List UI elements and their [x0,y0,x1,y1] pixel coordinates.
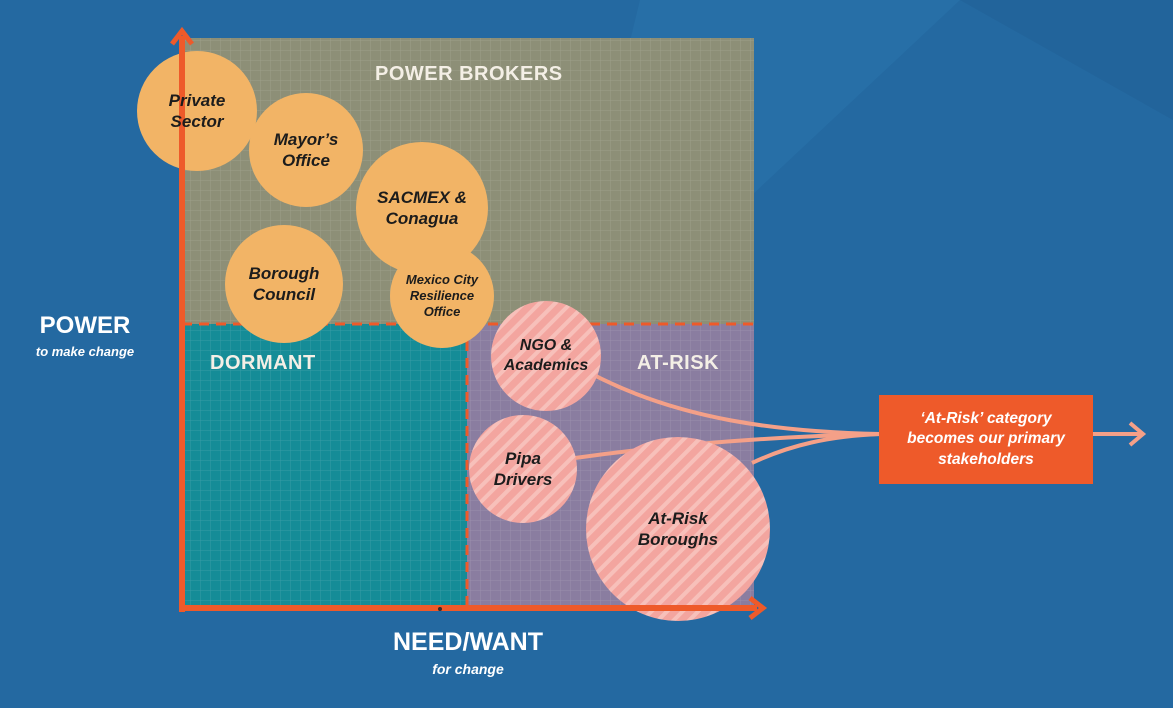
flow-line-ngo [591,372,881,436]
bubble-at-risk-boroughs [586,437,770,621]
bubble-pipa-drivers [469,415,577,523]
bubble-sacmex-conagua [356,142,488,274]
stakeholder-label: Mayor’s Office [273,129,339,170]
quadrant-label-power-brokers: POWER BROKERS [375,63,563,85]
stakeholder-resilience-office: Mexico City Resilience Office [390,244,494,348]
stakeholder-label: At-Risk Boroughs [637,508,719,549]
x-axis-subtitle: for change [432,661,504,677]
stakeholder-borough-council: Borough Council [225,225,343,343]
stakeholder-pipa-drivers: Pipa Drivers [469,415,577,523]
quadrant-label-at-risk: AT-RISK [637,352,720,374]
stakeholder-label: NGO & Academics [503,337,589,374]
bubble-resilience-office [390,244,494,348]
stakeholder-sacmex-conagua: SACMEX & Conagua [356,142,488,274]
stakeholder-ngo-academics: NGO & Academics [491,301,601,411]
bubble-borough-council [225,225,343,343]
callout-text: ‘At-Risk’ category becomes our primary s… [907,410,1065,468]
stakeholder-label: Pipa Drivers [493,448,553,489]
bubble-private-sector [137,51,257,171]
y-axis-arrow [170,26,194,46]
stakeholder-at-risk-boroughs: At-Risk Boroughs [586,437,770,621]
stakeholder-label: Borough Council [248,263,320,304]
y-axis-title: POWER [39,312,131,339]
flow-line-boroughs [751,432,881,465]
y-axis-subtitle: to make change [35,344,135,359]
stakeholder-label: SACMEX & Conagua [377,187,467,228]
primary-stakeholders-callout: ‘At-Risk’ category becomes our primary s… [879,395,1093,484]
stakeholder-mayors-office: Mayor’s Office [249,93,363,207]
stakeholder-label: Mexico City Resilience Office [405,271,479,320]
callout-arrow-head [1128,421,1147,447]
bubble-ngo-academics [491,301,601,411]
x-axis-midpoint-tick [438,607,442,611]
stakeholder-private-sector: Private Sector [137,51,257,171]
x-axis-arrow [748,596,768,620]
bubble-mayors-office [249,93,363,207]
quadrant-label-dormant: DORMANT [210,352,316,374]
stakeholder-label: Private Sector [168,90,226,131]
x-axis-title: NEED/WANT [393,628,543,656]
